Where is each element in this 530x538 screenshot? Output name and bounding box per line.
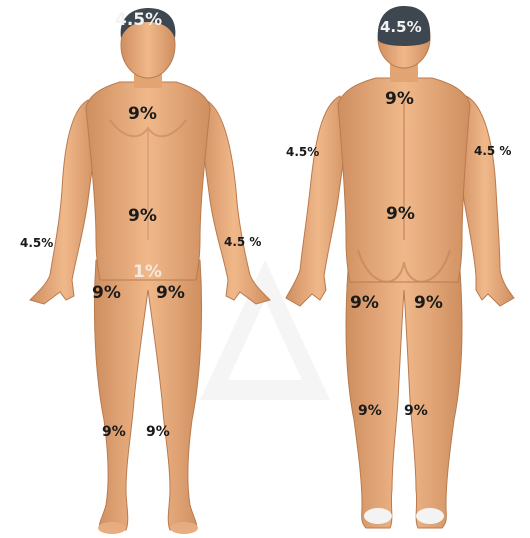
front-left-thigh-label: 9% xyxy=(156,285,185,302)
back-right-thigh-label: 9% xyxy=(414,295,443,312)
front-right-foot xyxy=(98,522,126,534)
back-upper-back-label: 9% xyxy=(385,91,414,108)
front-left-arm-label: 4.5 % xyxy=(224,236,261,248)
back-left-arm-label: 4.5% xyxy=(286,146,319,158)
back-body-figure xyxy=(286,6,514,528)
back-left-thigh-label: 9% xyxy=(350,295,379,312)
back-left-foot xyxy=(364,508,392,524)
back-left-leg-label: 9% xyxy=(358,404,382,418)
front-left-leg-label: 9% xyxy=(146,425,170,439)
back-lower-back-label: 9% xyxy=(386,206,415,223)
front-right-arm-label: 4.5% xyxy=(20,237,53,249)
front-left-foot xyxy=(170,522,198,534)
back-right-arm-label: 4.5 % xyxy=(474,145,511,157)
front-head-label: 4.5% xyxy=(115,12,162,29)
front-right-leg-label: 9% xyxy=(102,425,126,439)
front-abdomen-label: 9% xyxy=(128,208,157,225)
front-right-thigh-label: 9% xyxy=(92,285,121,302)
back-right-leg-label: 9% xyxy=(404,404,428,418)
front-genitals-label: 1% xyxy=(133,264,162,281)
back-right-foot xyxy=(416,508,444,524)
front-chest-label: 9% xyxy=(128,106,157,123)
back-head-label: 4.5% xyxy=(380,20,422,35)
